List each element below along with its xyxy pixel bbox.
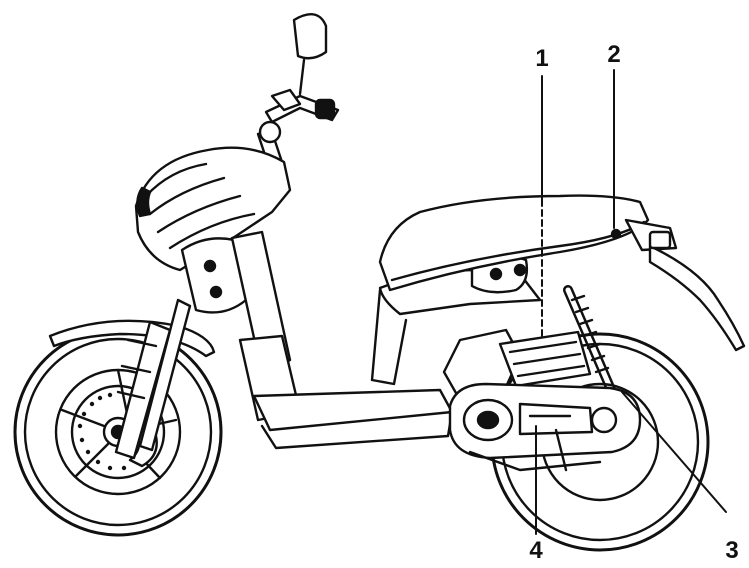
drive-belt-case bbox=[448, 382, 642, 472]
engine-block bbox=[442, 328, 592, 402]
front-fork bbox=[114, 298, 192, 460]
callout-1: 1 bbox=[535, 45, 548, 72]
rear-fender bbox=[624, 218, 746, 352]
floorboard bbox=[252, 388, 454, 432]
front-wheel bbox=[13, 327, 223, 537]
callout-3: 3 bbox=[725, 537, 738, 564]
leader-lines bbox=[535, 69, 727, 535]
front-body bbox=[134, 146, 302, 422]
callout-4: 4 bbox=[529, 537, 543, 564]
handlebar-assembly bbox=[256, 13, 340, 172]
callout-2: 2 bbox=[607, 41, 620, 68]
